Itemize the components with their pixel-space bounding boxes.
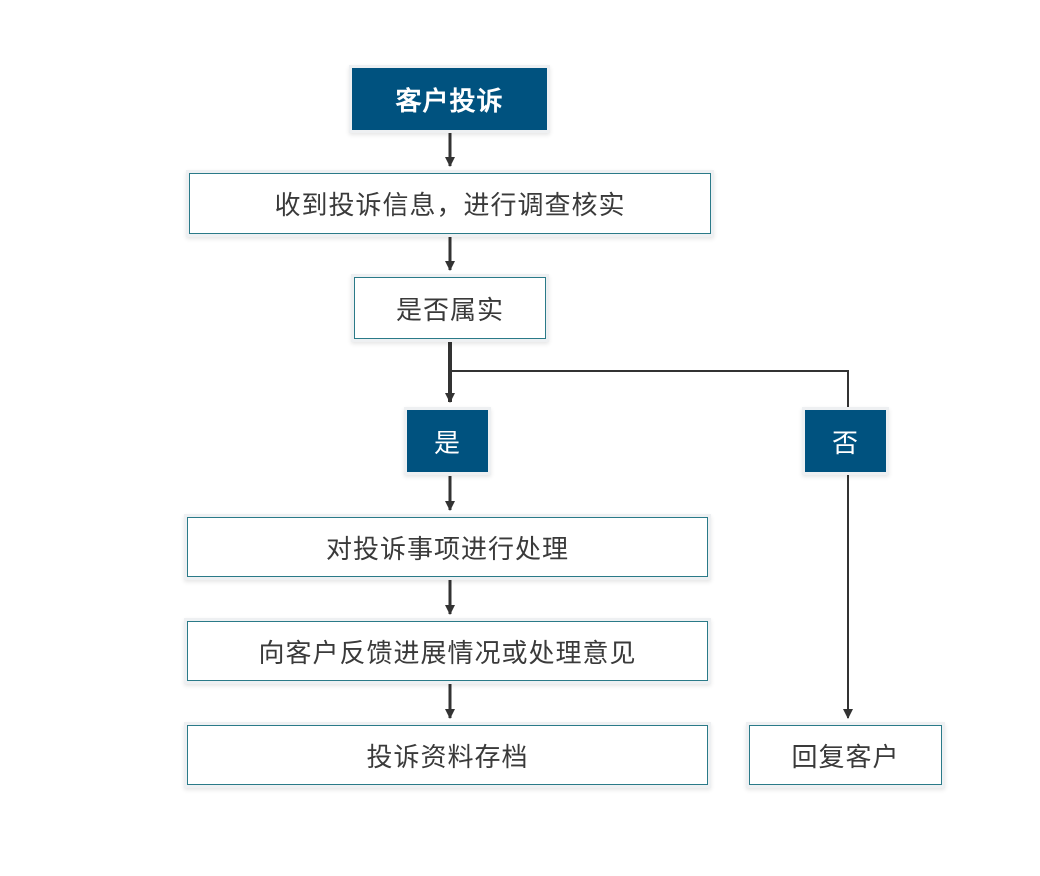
node-branch-yes-label: 是 [433, 428, 461, 459]
node-branch-no: 否 [805, 410, 886, 472]
node-is-it-true: 是否属实 [354, 277, 546, 339]
node-feedback-progress: 向客户反馈进展情况或处理意见 [187, 621, 708, 681]
node-receive-and-investigate: 收到投诉信息，进行调查核实 [189, 173, 711, 234]
node-handle-complaint: 对投诉事项进行处理 [187, 517, 708, 577]
node-customer-complaint: 客户投诉 [352, 68, 547, 130]
node-handle-complaint-label: 对投诉事项进行处理 [325, 534, 569, 565]
line-verify-to-no [450, 370, 849, 410]
node-feedback-progress-label: 向客户反馈进展情况或处理意见 [258, 638, 637, 669]
node-reply-customer: 回复客户 [749, 725, 942, 785]
node-receive-and-investigate-label: 收到投诉信息，进行调查核实 [274, 191, 626, 221]
node-customer-complaint-label: 客户投诉 [395, 86, 504, 117]
node-branch-no-label: 否 [831, 428, 859, 459]
node-branch-yes: 是 [407, 410, 488, 472]
node-reply-customer-label: 回复客户 [791, 742, 900, 773]
node-archive-materials: 投诉资料存档 [187, 725, 708, 785]
node-archive-materials-label: 投诉资料存档 [366, 742, 529, 773]
node-is-it-true-label: 是否属实 [395, 295, 504, 326]
